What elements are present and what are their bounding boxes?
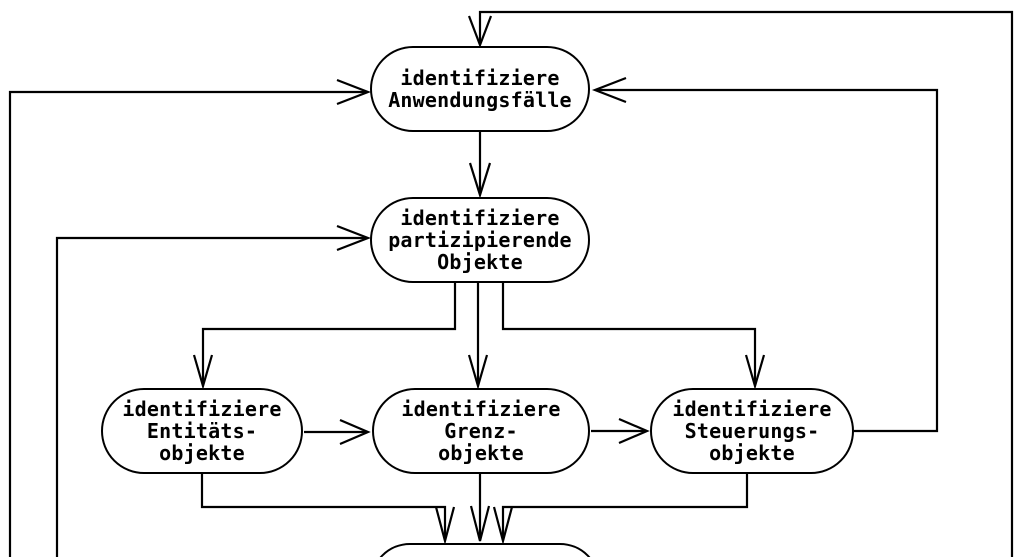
node-identifiziere-anwendungsfaelle: identifiziere Anwendungsfälle bbox=[370, 46, 590, 132]
edge-entitaets-to-bottom bbox=[200, 474, 456, 546]
edge-steuerungs-to-bottom bbox=[492, 474, 749, 546]
node-label: identifiziere Anwendungsfälle bbox=[388, 66, 572, 112]
node-bottom-cutoff bbox=[370, 543, 600, 557]
edge-loop-top-into-anwendungsfaelle bbox=[467, 10, 1014, 557]
edge-loop-left-into-anwendungsfaelle bbox=[8, 78, 372, 557]
edge-grenz-to-steuerungs bbox=[591, 417, 650, 445]
node-label: identifiziere partizipierende Objekte bbox=[388, 206, 572, 274]
node-label: identifiziere Entitäts- objekte bbox=[122, 397, 282, 465]
node-identifiziere-partizipierende-objekte: identifiziere partizipierende Objekte bbox=[370, 197, 590, 283]
node-identifiziere-grenzobjekte: identifiziere Grenz- objekte bbox=[372, 388, 590, 474]
edge-partizipierende-to-entitaets bbox=[192, 283, 457, 390]
node-identifiziere-entitaetsobjekte: identifiziere Entitäts- objekte bbox=[101, 388, 303, 474]
edge-entitaets-to-grenz bbox=[304, 418, 371, 446]
edge-grenz-to-bottom bbox=[469, 474, 491, 542]
edge-partizipierende-to-steuerungs bbox=[501, 283, 766, 390]
node-label: identifiziere Grenz- objekte bbox=[401, 397, 561, 465]
edge-steuerungs-to-anwendungsfaelle bbox=[591, 76, 939, 433]
edge-partizipierende-to-grenz bbox=[467, 283, 489, 390]
edge-anwendungsfaelle-to-partizipierende bbox=[468, 132, 492, 199]
node-label: identifiziere Steuerungs- objekte bbox=[672, 397, 832, 465]
node-identifiziere-steuerungsobjekte: identifiziere Steuerungs- objekte bbox=[650, 388, 854, 474]
edge-loop-left-into-partizipierende bbox=[55, 224, 372, 557]
